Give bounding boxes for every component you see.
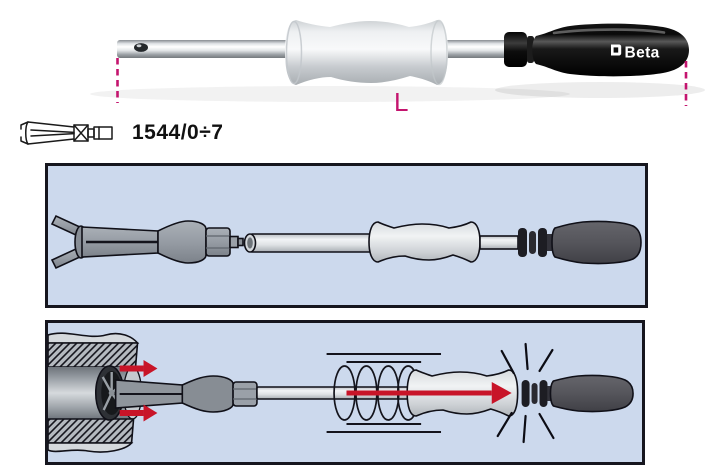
tool-shadow [90, 86, 570, 102]
stop-washer [527, 36, 534, 63]
housing-outer-top [48, 332, 140, 344]
slide-hammer-tool: Beta [117, 19, 689, 86]
red-arrow-bottom [119, 404, 158, 422]
diagram-panel-assembly [45, 163, 648, 308]
handle-highlight [552, 28, 666, 35]
stop-nut [504, 32, 527, 67]
grip-expansion-arrows [119, 360, 158, 422]
red-arrow-top [119, 360, 158, 377]
collet-adapter-icon [20, 121, 113, 145]
housing-wall-top [48, 342, 139, 368]
shaft-rear [479, 235, 519, 250]
bearing-and-collet [94, 365, 258, 421]
usage-diagram [48, 332, 634, 453]
dimension-label: L [394, 87, 408, 117]
assembly-diagram [50, 214, 642, 270]
handle [532, 23, 689, 77]
product-photo: Beta L [90, 19, 705, 117]
stop-rings [518, 228, 556, 257]
shaft-hole [134, 43, 148, 52]
expander-bell [181, 375, 234, 413]
brand-name: Beta [625, 45, 660, 62]
product-code-row: 1544/0÷7 [18, 116, 223, 150]
impact-flash-lines [496, 342, 555, 444]
beta-logo-icon [611, 44, 622, 56]
hammer-mass [285, 20, 448, 85]
slide-shaft-tube [243, 233, 373, 253]
handle [551, 220, 642, 265]
hammer-mass [368, 221, 481, 263]
mass-left-face [285, 20, 303, 85]
tool-shadow [495, 82, 705, 98]
diagram-panel-usage [45, 320, 645, 465]
product-code: 1544/0÷7 [132, 121, 224, 144]
housing-outer-bottom [48, 442, 134, 453]
motion-speed-lines [326, 353, 442, 433]
hex-nut [232, 381, 258, 407]
handle [549, 374, 634, 413]
beta-logo: Beta [611, 44, 660, 62]
collet-expander [50, 214, 244, 270]
dimension-annotation: L [116, 58, 688, 117]
shaft-hole-highlight [136, 44, 142, 48]
pull-direction-arrow [346, 382, 512, 404]
housing-wall-bottom [48, 418, 135, 444]
mass-right-face [430, 19, 448, 86]
